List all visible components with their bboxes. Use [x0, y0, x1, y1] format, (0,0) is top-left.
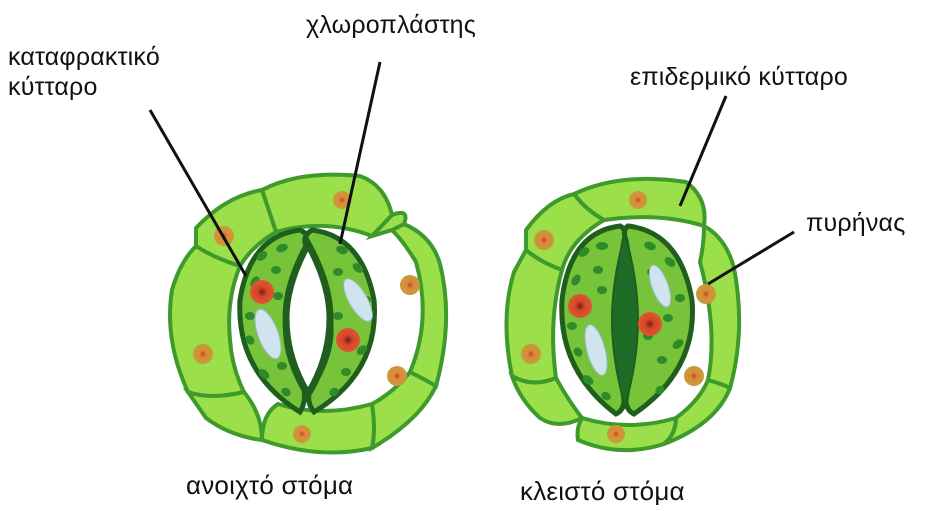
caption-open-stoma: ανοιχτό στόμα	[186, 470, 353, 500]
epidermal-cell-left	[170, 246, 244, 396]
leader-epidermal-cell	[680, 96, 726, 206]
epidermal-cell-bottom-left	[188, 392, 262, 440]
closed-stoma	[506, 179, 739, 450]
nucleus	[629, 191, 647, 209]
epidermal-cell-bottom-right	[372, 372, 436, 448]
nucleus	[696, 284, 716, 304]
guard-nucleus	[638, 312, 662, 336]
nucleus	[607, 425, 625, 443]
nucleus	[521, 344, 541, 364]
nucleus	[193, 344, 213, 364]
nucleus	[293, 425, 311, 443]
epidermal-cell-bottom	[578, 418, 677, 450]
nucleus	[534, 230, 554, 250]
caption-closed-stoma: κλειστό στόμα	[520, 476, 685, 506]
epidermal-cell-bottom-right	[664, 380, 730, 444]
epidermal-cell-right	[392, 224, 446, 386]
nucleus	[400, 275, 420, 295]
label-guard-cell-line1: καταφρακτικό	[8, 42, 160, 72]
label-chloroplast: χλωροπλάστης	[306, 10, 476, 40]
label-guard-cell: καταφρακτικό κύτταρο	[8, 42, 160, 102]
epidermal-cell-bottom-left	[512, 376, 582, 424]
label-nucleus: πυρήνας	[806, 208, 905, 238]
label-epidermal-cell: επιδερμικό κύτταρο	[630, 62, 848, 92]
guard-nucleus	[336, 328, 360, 352]
epidermal-cell-right	[700, 226, 739, 388]
guard-nucleus	[568, 294, 592, 318]
nucleus	[684, 366, 704, 386]
label-guard-cell-line2: κύτταρο	[8, 72, 160, 102]
guard-nucleus	[250, 280, 274, 304]
epidermal-cell-top	[262, 175, 392, 236]
nucleus	[387, 366, 407, 386]
